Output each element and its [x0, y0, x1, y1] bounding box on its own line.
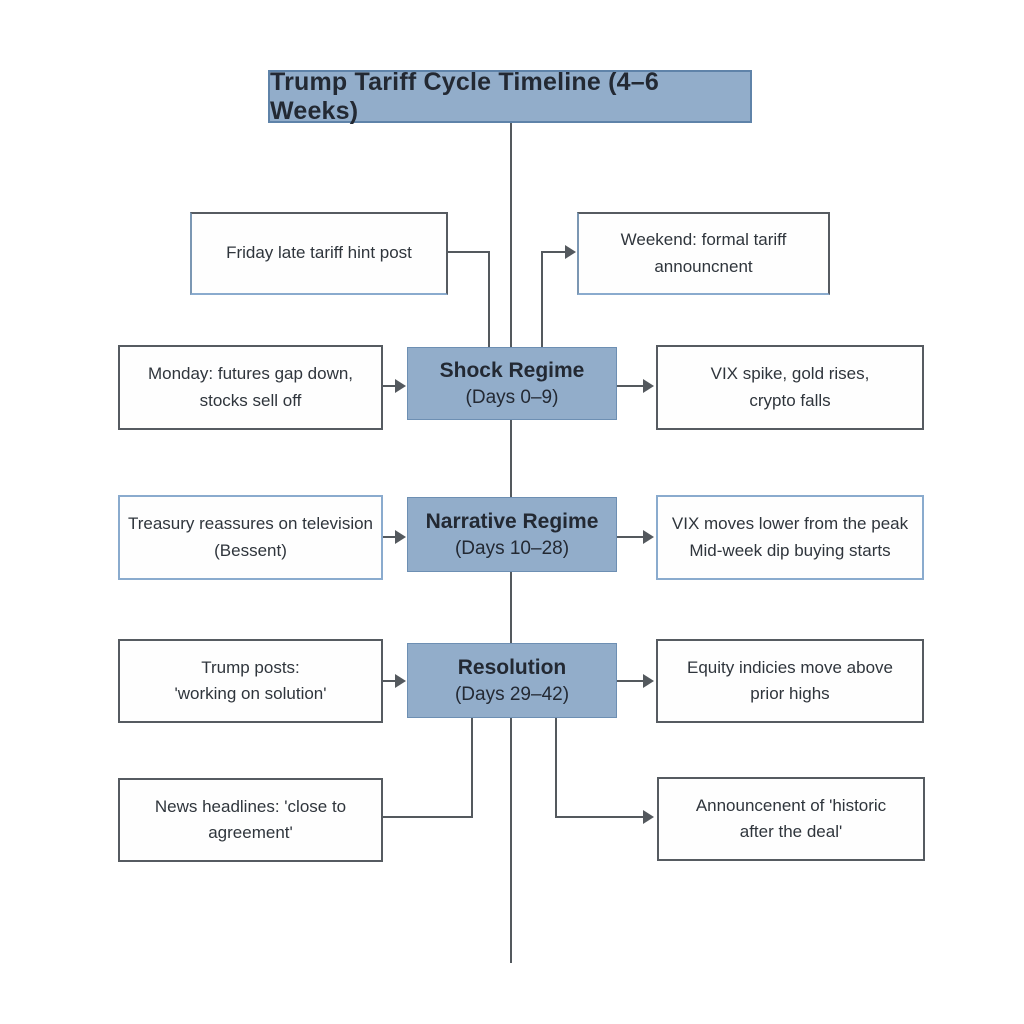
connector-trump-to-resolution [383, 680, 397, 682]
event-monday-selloff: Monday: futures gap down, stocks sell of… [118, 345, 383, 430]
arrowhead-equity-icon [643, 674, 654, 688]
stage-resolution: Resolution (Days 29–42) [407, 643, 617, 718]
connector-announce-link [555, 816, 645, 818]
stage-shock-name: Shock Regime [439, 359, 585, 383]
connector-resolution-right-down [555, 718, 557, 818]
connector-friday-down [488, 251, 490, 347]
arrowhead-vix-spike-icon [643, 379, 654, 393]
event-treasury-reassures: Treasury reassures on television (Bessen… [118, 495, 383, 580]
outcome-equity-highs: Equity indicies move above prior highs [656, 639, 924, 723]
outcome-vix-spike: VIX spike, gold rises, crypto falls [656, 345, 924, 430]
event-trump-posts: Trump posts: 'working on solution' [118, 639, 383, 723]
connector-friday-out [448, 251, 490, 253]
outcome-vix-lower: VIX moves lower from the peak Mid-week d… [656, 495, 924, 580]
stage-shock-regime: Shock Regime (Days 0–9) [407, 347, 617, 420]
event-historic-deal-announcement: Announcenent of 'historic after the deal… [657, 777, 925, 861]
timeline-segment-2 [510, 420, 512, 497]
connector-resolution-to-equity [617, 680, 645, 682]
stage-narrative-name: Narrative Regime [425, 510, 599, 534]
stage-narrative-days: (Days 10–28) [454, 537, 570, 559]
timeline-segment-4 [510, 718, 512, 963]
connector-news-link [383, 816, 473, 818]
connector-monday-to-shock [383, 385, 397, 387]
arrowhead-shock-icon [395, 379, 406, 393]
event-friday-tariff-hint: Friday late tariff hint post [190, 212, 448, 295]
connector-shock-to-vix [617, 385, 645, 387]
stage-resolution-name: Resolution [457, 656, 567, 680]
connector-narrative-to-vixlower [617, 536, 645, 538]
arrowhead-resolution-icon [395, 674, 406, 688]
diagram-title: Trump Tariff Cycle Timeline (4–6 Weeks) [268, 68, 752, 125]
connector-resolution-left-down [471, 718, 473, 818]
connector-weekend-in [541, 251, 567, 253]
connector-weekend-up [541, 251, 543, 347]
connector-treasury-to-narrative [383, 536, 397, 538]
arrowhead-weekend-icon [565, 245, 576, 259]
arrowhead-announce-icon [643, 810, 654, 824]
stage-shock-days: (Days 0–9) [465, 386, 559, 408]
timeline-segment-3 [510, 572, 512, 643]
stage-resolution-days: (Days 29–42) [454, 683, 570, 705]
event-news-headlines: News headlines: 'close to agreement' [118, 778, 383, 862]
arrowhead-vix-lower-icon [643, 530, 654, 544]
event-weekend-announcement: Weekend: formal tariff announcnent [577, 212, 830, 295]
stage-narrative-regime: Narrative Regime (Days 10–28) [407, 497, 617, 572]
timeline-segment-1 [510, 123, 512, 347]
arrowhead-narrative-icon [395, 530, 406, 544]
